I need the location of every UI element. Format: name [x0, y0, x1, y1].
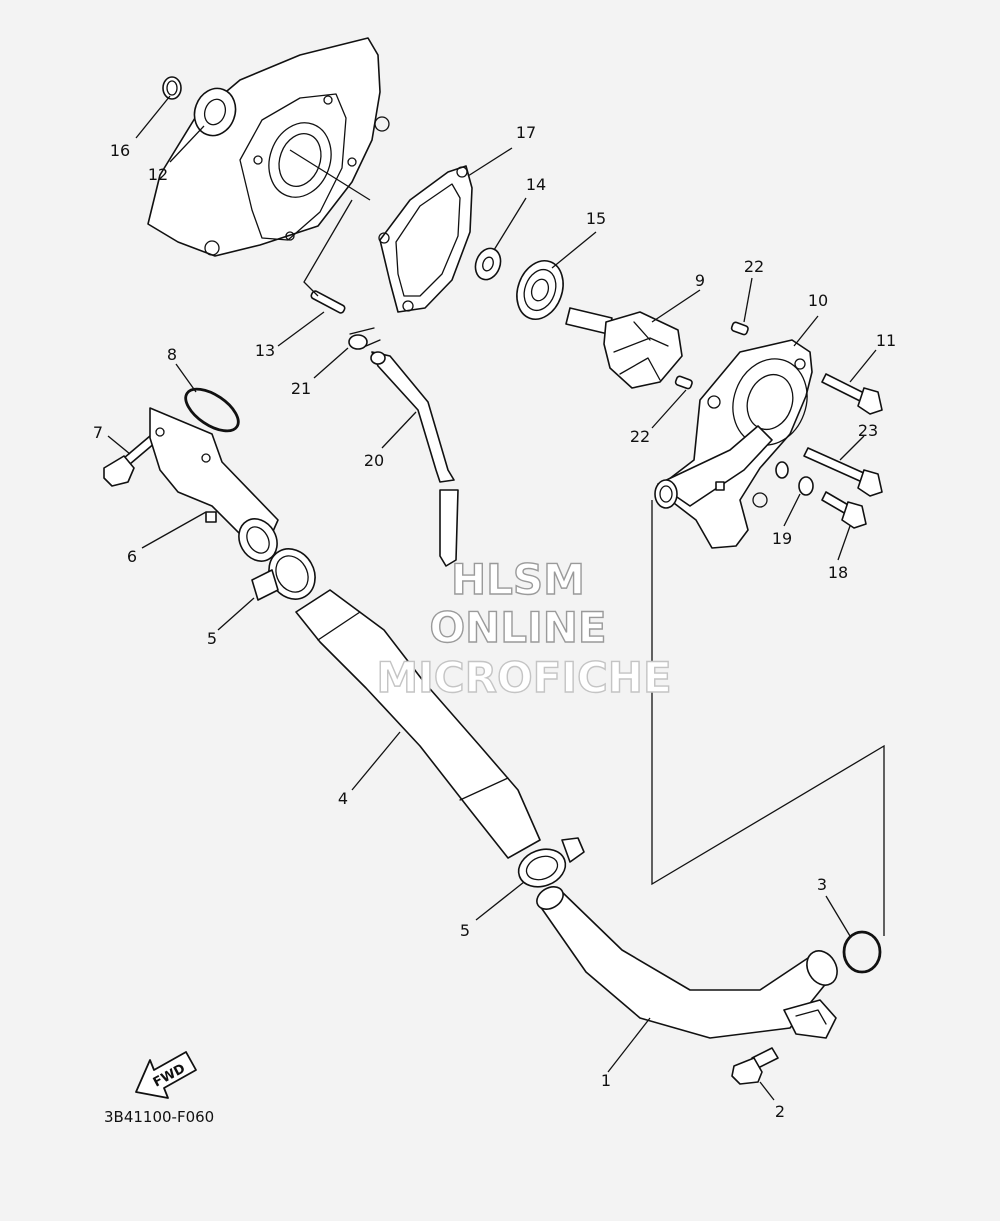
water-pipe-6 [149, 407, 279, 562]
hose-4 [295, 589, 541, 859]
hose-clamp-5-lower [517, 837, 585, 888]
callout-22-lower: 22 [630, 427, 650, 446]
callout-22-upper: 22 [744, 257, 764, 276]
dowel-pin-22-upper [730, 321, 749, 336]
bearing-12 [193, 87, 237, 137]
callout-20: 20 [364, 451, 384, 470]
oil-seal-14 [474, 247, 502, 281]
fwd-arrow-icon: FWD [135, 1051, 197, 1099]
impeller-shaft-9 [565, 307, 683, 389]
callout-12: 12 [148, 165, 168, 184]
watermark-line-2: ONLINE [429, 603, 606, 652]
callout-1: 1 [601, 1071, 611, 1090]
water-pump-housing-10 [654, 339, 813, 549]
callout-3: 3 [817, 875, 827, 894]
crankcase-cover [147, 37, 390, 257]
callout-16: 16 [110, 141, 130, 160]
callout-6: 6 [127, 547, 137, 566]
bolt-11 [821, 373, 883, 415]
bolt-2 [731, 1047, 779, 1085]
callout-9: 9 [695, 271, 705, 290]
callout-5-lower: 5 [460, 921, 470, 940]
callout-21: 21 [291, 379, 311, 398]
diagram-code: 3B41100-F060 [104, 1108, 214, 1126]
watermark-line-1: HLSM [451, 555, 585, 604]
assembly-reference-lines [289, 149, 885, 936]
breather-hose-20 [370, 351, 459, 567]
watermark-line-3: MICROFICHE [376, 653, 671, 702]
dowel-pin-22-lower [674, 375, 693, 390]
callout-15: 15 [586, 209, 606, 228]
callout-11: 11 [876, 331, 896, 350]
callout-2: 2 [775, 1102, 785, 1121]
callout-5-upper: 5 [207, 629, 217, 648]
bolt-23 [803, 447, 883, 497]
pin-13 [310, 290, 346, 314]
watermark: HLSM ONLINE MICROFICHE [376, 554, 673, 702]
hose-clamp-5-upper [251, 548, 316, 601]
callout-8: 8 [167, 345, 177, 364]
callout-13: 13 [255, 341, 275, 360]
bolt-18 [821, 491, 867, 529]
callout-10: 10 [808, 291, 828, 310]
callout-4: 4 [338, 789, 348, 808]
bolt-7 [103, 435, 157, 487]
callout-14: 14 [526, 175, 546, 194]
callout-19: 19 [772, 529, 792, 548]
o-ring-8 [184, 387, 240, 433]
mechanical-seal-15 [516, 260, 564, 320]
o-ring-3 [842, 930, 882, 974]
leader-lines [107, 95, 877, 1101]
circlip-16 [162, 76, 182, 100]
water-pipe-1 [536, 886, 838, 1039]
gasket-17 [378, 165, 473, 313]
callout-17: 17 [516, 123, 536, 142]
callout-23: 23 [858, 421, 878, 440]
callout-18: 18 [828, 563, 848, 582]
washer-19 [775, 461, 814, 496]
callout-7: 7 [93, 423, 103, 442]
hose-clip-21 [348, 327, 381, 350]
callout-labels: 16 12 17 14 15 9 22 10 11 13 21 8 7 20 2… [93, 123, 896, 1121]
